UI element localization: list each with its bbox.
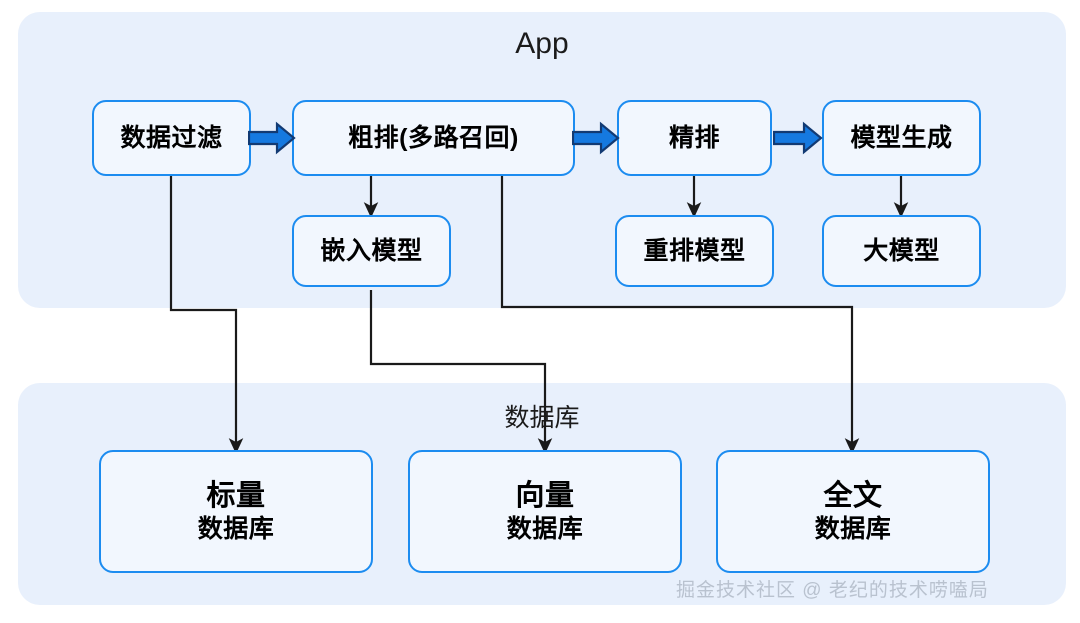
group-title-database: 数据库 <box>504 404 580 432</box>
node-model-gen[interactable]: 模型生成 <box>822 100 981 176</box>
node-fine-rank[interactable]: 精排 <box>617 100 772 176</box>
node-embedding-model[interactable]: 嵌入模型 <box>292 215 451 287</box>
node-vector-db[interactable]: 向量 数据库 <box>408 450 682 573</box>
node-large-model[interactable]: 大模型 <box>822 215 981 287</box>
node-scalar-db-line2: 数据库 <box>197 514 275 543</box>
arrow-filter-to-coarse-icon <box>247 120 296 156</box>
node-fulltext-db[interactable]: 全文 数据库 <box>716 450 990 573</box>
node-fulltext-db-line1: 全文 <box>823 479 883 512</box>
node-rerank-model[interactable]: 重排模型 <box>615 215 774 287</box>
node-scalar-db[interactable]: 标量 数据库 <box>99 450 373 573</box>
node-data-filter[interactable]: 数据过滤 <box>92 100 251 176</box>
node-fulltext-db-line2: 数据库 <box>814 514 892 543</box>
group-title-app: App <box>515 27 569 60</box>
node-vector-db-line2: 数据库 <box>506 514 584 543</box>
node-scalar-db-line1: 标量 <box>206 479 266 512</box>
arrow-fine-to-modelgen-icon <box>772 120 823 156</box>
node-vector-db-line1: 向量 <box>515 479 575 512</box>
arrow-coarse-to-fine-icon <box>571 120 620 156</box>
node-coarse-rank[interactable]: 粗排(多路召回) <box>292 100 575 176</box>
watermark-text: 掘金技术社区 @ 老纪的技术唠嗑局 <box>676 580 989 601</box>
